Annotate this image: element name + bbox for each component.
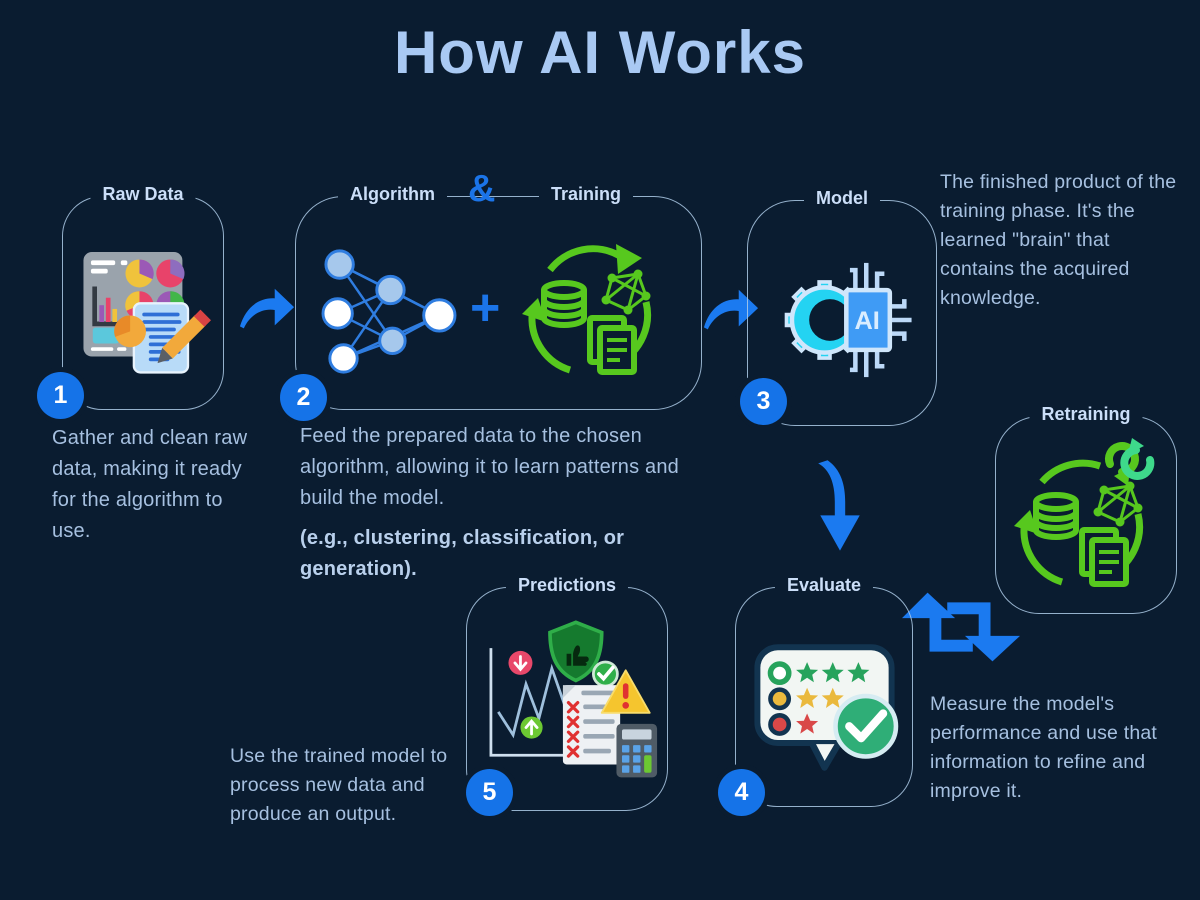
step-3-description: The finished product of the training pha… (940, 171, 1177, 309)
algorithm-label: Algorithm (338, 184, 447, 205)
step-5-number: 5 (482, 778, 497, 806)
page-title: How AI Works (393, 19, 807, 86)
plus-sign: + (470, 279, 501, 337)
evaluate-box: Evaluate (735, 575, 913, 807)
training-label: Training (539, 184, 634, 205)
neural-network-icon (321, 249, 457, 374)
step-3-badge: 3 (740, 378, 787, 425)
step-5-description: Use the trained model to process new dat… (230, 745, 448, 825)
predictions-label: Predictions (505, 575, 629, 596)
predictions-box: Predictions (466, 575, 668, 811)
training-cycle-icon (522, 244, 652, 375)
step-1-number: 1 (53, 381, 68, 409)
model-label: Model (804, 188, 880, 209)
raw-data-icon (83, 252, 212, 374)
arrow-right-raw-to-algorithm-icon (239, 288, 295, 329)
step-2-number: 2 (296, 383, 311, 411)
retraining-cycle-icon (1014, 438, 1155, 587)
raw-data-label: Raw Data (90, 184, 196, 205)
step-1-description: Gather and clean raw data, making it rea… (52, 427, 248, 542)
refresh-loop-glyph (1105, 438, 1155, 486)
ampersand-label: & (468, 168, 496, 210)
predictions-output-icon (489, 620, 658, 778)
ai-chip-icon: AI (784, 262, 912, 378)
evaluate-label: Evaluate (774, 575, 874, 596)
step-3-number: 3 (756, 387, 771, 415)
step-5-badge: 5 (466, 769, 513, 816)
model-box: Model (747, 188, 937, 426)
retraining-box: Retraining (995, 404, 1177, 614)
step-2-example-note: (e.g., clustering, classification, or ge… (300, 527, 625, 580)
arrow-left-evaluate-to-predictions-icon (668, 664, 730, 714)
chip-ai-text: AI (854, 307, 879, 335)
rating-feedback-icon (754, 644, 899, 771)
arrow-down-model-to-evaluate-icon (818, 460, 860, 551)
step-1-badge: 1 (37, 372, 84, 419)
step-4-description: Measure the model's performance and use … (930, 693, 1158, 802)
step-2-description: Feed the prepared data to the chosen alg… (300, 421, 710, 585)
algorithm-training-box: Algorithm & Training (295, 170, 702, 410)
step-4-number: 4 (734, 778, 749, 806)
step-4-badge: 4 (718, 769, 765, 816)
arrow-right-algorithm-to-model-icon (703, 289, 759, 330)
retraining-label: Retraining (1029, 404, 1143, 425)
step-2-badge: 2 (280, 374, 327, 421)
raw-data-box: Raw Data (62, 184, 224, 410)
repeat-loop-icon (902, 592, 1020, 662)
